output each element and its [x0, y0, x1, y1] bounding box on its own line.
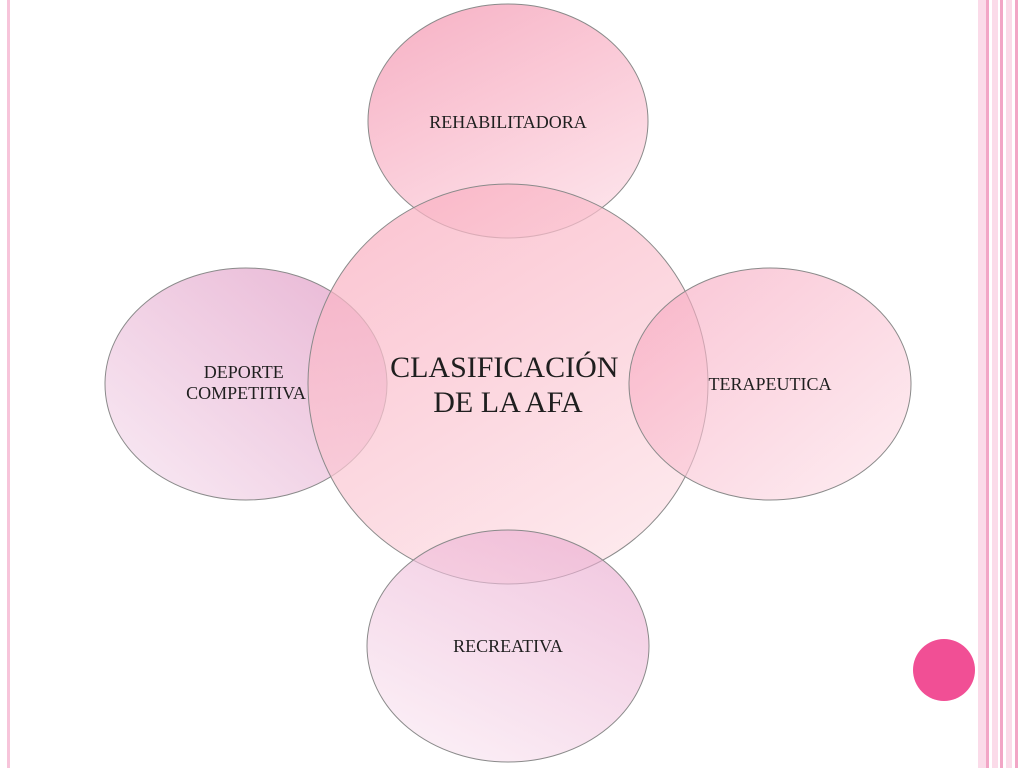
node-terapeutica-label: TERAPEUTICA	[709, 374, 832, 394]
right-stripe	[978, 0, 986, 768]
node-recreativa	[366, 529, 650, 763]
right-stripe	[986, 0, 989, 768]
right-stripe	[992, 0, 998, 768]
node-rehabilitadora-label: REHABILITADORA	[429, 112, 587, 132]
center-label-line: CLASIFICACIÓN	[390, 351, 618, 384]
node-deporte-competitiva-label-line: COMPETITIVA	[186, 383, 306, 403]
center-label: CLASIFICACIÓN DE LA AFA	[390, 351, 626, 419]
node-recreativa-label: RECREATIVA	[453, 636, 563, 656]
node-deporte-competitiva-label: DEPORTE COMPETITIVA	[186, 362, 306, 403]
accent-dot	[913, 639, 975, 701]
left-border-stripe	[7, 0, 10, 768]
right-stripe	[1000, 0, 1003, 768]
center-label-line: DE LA AFA	[433, 386, 583, 419]
node-terapeutica	[628, 267, 912, 501]
right-stripe	[1006, 0, 1012, 768]
right-stripe	[1015, 0, 1018, 768]
node-deporte-competitiva-label-line: DEPORTE	[204, 362, 284, 382]
